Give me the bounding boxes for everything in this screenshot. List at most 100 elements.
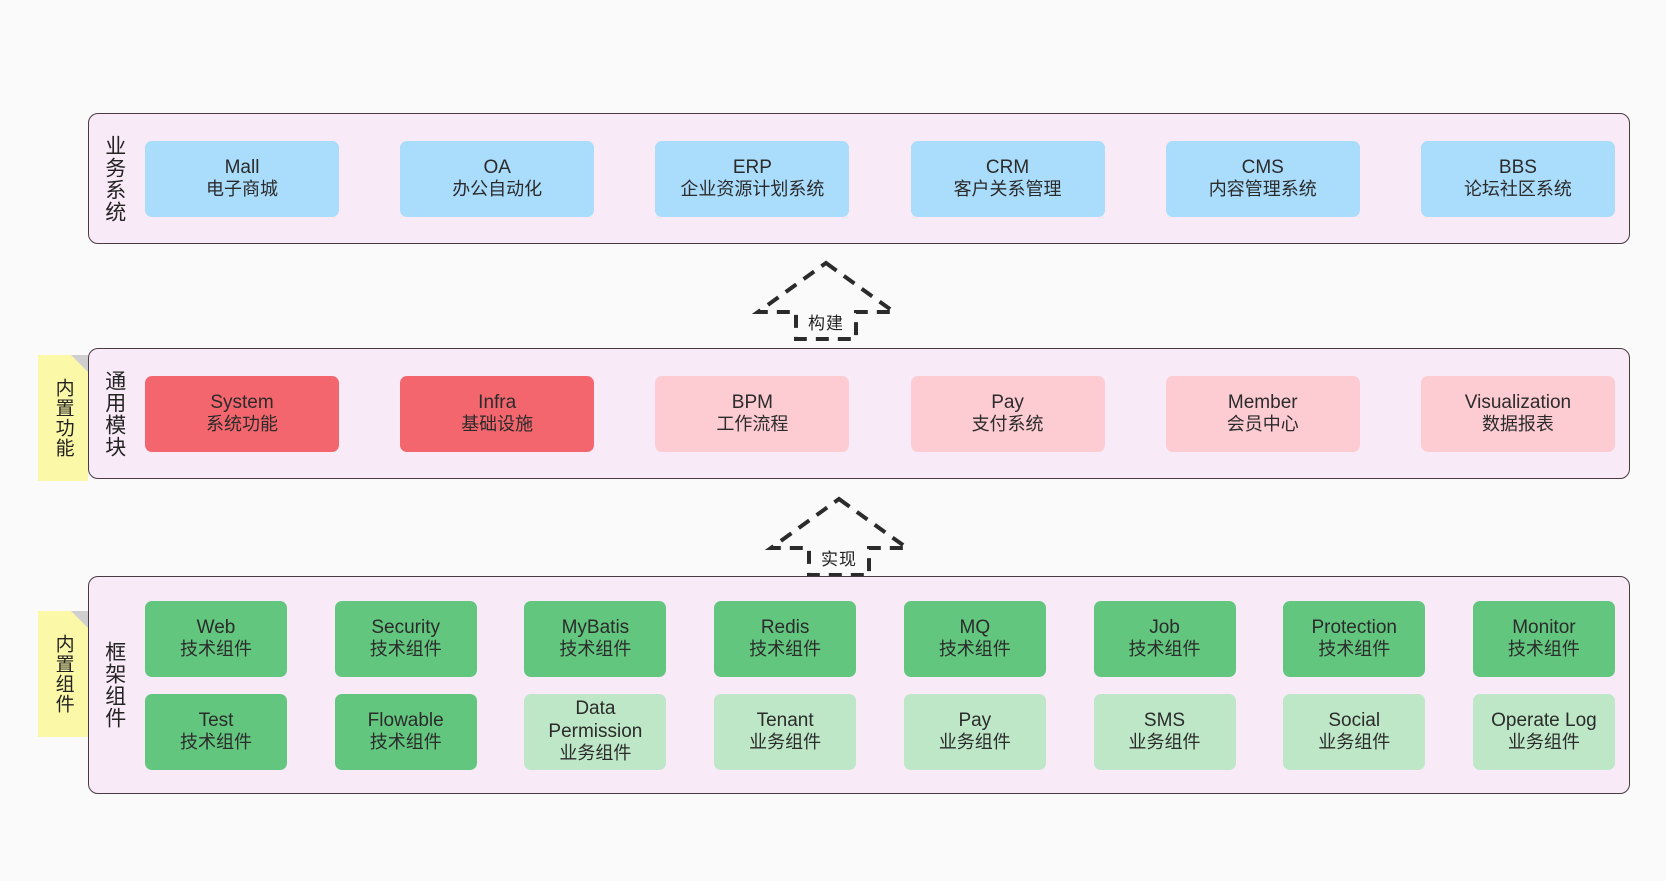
card-data-permission[interactable]: Data Permission 业务组件 <box>524 693 667 770</box>
card-title-en: Job <box>1149 616 1180 638</box>
card-job[interactable]: Job 技术组件 <box>1093 600 1236 677</box>
card-monitor[interactable]: Monitor 技术组件 <box>1472 600 1615 677</box>
card-title-cn: 业务组件 <box>749 732 822 753</box>
card-mybatis[interactable]: MyBatis 技术组件 <box>524 600 667 677</box>
card-system[interactable]: System 系统功能 <box>145 375 339 452</box>
card-pay-module[interactable]: Pay 支付系统 <box>910 375 1105 452</box>
card-title-cn: 技术组件 <box>1318 639 1391 660</box>
card-social[interactable]: Social 业务组件 <box>1283 693 1426 770</box>
card-title-cn: 电子商城 <box>206 179 278 200</box>
card-title-en: OA <box>483 156 511 178</box>
card-title-en: MQ <box>959 616 991 638</box>
card-protection[interactable]: Protection 技术组件 <box>1283 600 1426 677</box>
card-title-cn: 业务组件 <box>1128 732 1201 753</box>
card-flowable[interactable]: Flowable 技术组件 <box>334 693 477 770</box>
card-title-en: SMS <box>1143 709 1186 731</box>
card-title-en: BPM <box>731 391 773 413</box>
card-title-en: Protection <box>1311 616 1397 638</box>
card-title-en: Mall <box>224 156 260 178</box>
card-oa[interactable]: OA 办公自动化 <box>400 140 595 217</box>
card-pay-component[interactable]: Pay 业务组件 <box>903 693 1046 770</box>
card-tenant[interactable]: Tenant 业务组件 <box>714 693 857 770</box>
card-member[interactable]: Member 会员中心 <box>1165 375 1360 452</box>
arrow-build-label: 构建 <box>808 314 844 333</box>
layer-business-system: 业务系统 Mall 电子商城 OA 办公自动化 ERP 企业资源计划系统 CRM… <box>88 113 1630 244</box>
card-mall[interactable]: Mall 电子商城 <box>145 140 339 217</box>
layer-body-common-module: System 系统功能 Infra 基础设施 BPM 工作流程 Pay 支付系统… <box>139 349 1629 478</box>
card-title-cn: 业务组件 <box>1318 732 1391 753</box>
card-title-cn: 会员中心 <box>1226 414 1299 435</box>
card-test[interactable]: Test 技术组件 <box>145 693 287 770</box>
card-cms[interactable]: CMS 内容管理系统 <box>1165 140 1360 217</box>
card-title-cn: 数据报表 <box>1481 414 1554 435</box>
layer-common-module: 通用模块 System 系统功能 Infra 基础设施 BPM 工作流程 Pay… <box>88 348 1630 479</box>
card-title-en: CMS <box>1241 156 1284 178</box>
card-security[interactable]: Security 技术组件 <box>334 600 477 677</box>
card-title-cn: 技术组件 <box>749 639 822 660</box>
card-title-en: Test <box>198 709 234 731</box>
card-bbs[interactable]: BBS 论坛社区系统 <box>1420 140 1615 217</box>
arrow-build-shape <box>751 260 901 341</box>
card-bpm[interactable]: BPM 工作流程 <box>655 375 850 452</box>
card-title-en: Pay <box>958 709 992 731</box>
card-title-cn: 技术组件 <box>369 732 442 753</box>
arrow-implement-shape <box>764 496 914 577</box>
layer-framework-component: 框架组件 Web 技术组件 Security 技术组件 MyBatis 技术组件… <box>88 576 1630 794</box>
sticky-note-builtin-feature: 内置功能 <box>38 355 88 481</box>
card-erp[interactable]: ERP 企业资源计划系统 <box>655 140 850 217</box>
card-operate-log[interactable]: Operate Log 业务组件 <box>1472 693 1615 770</box>
card-title-en: MyBatis <box>561 616 630 638</box>
card-title-en: System <box>210 391 274 413</box>
card-sms[interactable]: SMS 业务组件 <box>1093 693 1236 770</box>
card-title-cn: 技术组件 <box>1507 639 1580 660</box>
card-visualization[interactable]: Visualization 数据报表 <box>1420 375 1615 452</box>
card-title-en: Web <box>196 616 236 638</box>
card-mq[interactable]: MQ 技术组件 <box>903 600 1046 677</box>
card-title-cn: 企业资源计划系统 <box>680 179 825 200</box>
card-title-cn: 客户关系管理 <box>953 179 1062 200</box>
note-fold-corner-icon <box>71 611 88 628</box>
card-redis[interactable]: Redis 技术组件 <box>714 600 857 677</box>
layer-title-common-module: 通用模块 <box>102 369 126 458</box>
layer-title-business-system: 业务系统 <box>102 134 126 223</box>
card-web[interactable]: Web 技术组件 <box>145 600 287 677</box>
card-title-cn: 办公自动化 <box>452 179 543 200</box>
layer-title-framework-component: 框架组件 <box>102 641 126 729</box>
card-title-cn: 工作流程 <box>716 414 789 435</box>
card-title-en: Social <box>1328 709 1381 731</box>
layer-body-framework-component: Web 技术组件 Security 技术组件 MyBatis 技术组件 Redi… <box>139 577 1629 793</box>
layer-body-business-system: Mall 电子商城 OA 办公自动化 ERP 企业资源计划系统 CRM 客户关系… <box>139 114 1629 243</box>
arrow-implement: 实现 <box>764 496 914 578</box>
card-title-en: Data Permission <box>548 698 643 742</box>
card-title-en: Flowable <box>367 709 444 731</box>
card-title-en: Pay <box>991 391 1024 413</box>
card-title-cn: 技术组件 <box>180 639 252 660</box>
card-title-cn: 内容管理系统 <box>1208 179 1317 200</box>
card-infra[interactable]: Infra 基础设施 <box>400 375 595 452</box>
card-title-cn: 支付系统 <box>971 414 1044 435</box>
card-title-en: Redis <box>760 616 810 638</box>
sticky-note-label: 内置组件 <box>52 634 74 714</box>
card-title-en: BBS <box>1498 156 1537 178</box>
card-title-en: CRM <box>985 156 1030 178</box>
sticky-note-builtin-component: 内置组件 <box>38 611 88 737</box>
card-title-cn: 业务组件 <box>938 732 1011 753</box>
card-title-en: Security <box>371 616 441 638</box>
card-title-cn: 技术组件 <box>369 639 442 660</box>
card-title-cn: 业务组件 <box>559 742 632 763</box>
card-title-cn: 技术组件 <box>180 732 252 753</box>
arrow-build: 构建 <box>751 260 901 342</box>
card-title-en: Monitor <box>1512 616 1576 638</box>
card-title-cn: 技术组件 <box>938 639 1011 660</box>
card-title-en: Visualization <box>1464 391 1572 413</box>
sticky-note-label: 内置功能 <box>52 378 74 458</box>
arrow-implement-label: 实现 <box>821 550 857 569</box>
card-crm[interactable]: CRM 客户关系管理 <box>910 140 1105 217</box>
card-title-en: Operate Log <box>1491 709 1597 731</box>
card-title-cn: 技术组件 <box>559 639 632 660</box>
card-title-en: Member <box>1227 391 1298 413</box>
note-fold-corner-icon <box>71 355 88 372</box>
card-title-cn: 业务组件 <box>1507 732 1580 753</box>
card-title-en: ERP <box>732 156 772 178</box>
